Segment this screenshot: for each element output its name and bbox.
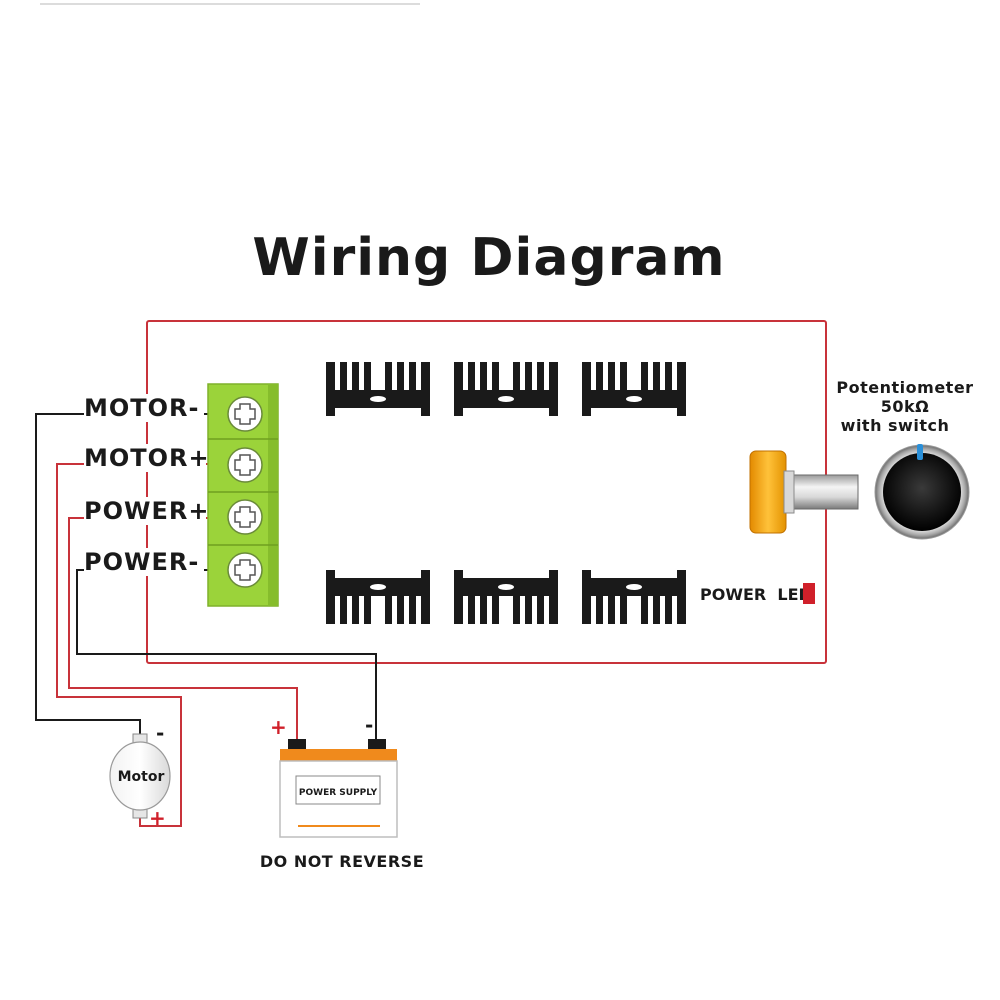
motor: Motor (109, 733, 171, 819)
potentiometer-assembly[interactable] (749, 450, 859, 534)
power-led-label: POWER LED (700, 585, 812, 604)
wire-motor-plus (56, 463, 208, 827)
screw-power-plus[interactable] (227, 499, 263, 535)
potentiometer-label-name: Potentiometer (836, 378, 973, 397)
potentiometer-label-switch: with switch (841, 416, 950, 435)
heatsink-bottom-3 (582, 570, 686, 624)
knob-indicator (917, 444, 923, 460)
power-supply-label: POWER SUPPLY (299, 788, 378, 798)
potentiometer-label-value: 50kΩ (881, 397, 930, 416)
screw-motor-plus[interactable] (227, 447, 263, 483)
diagram-title: Wiring Diagram (252, 228, 725, 288)
terminal-block (207, 383, 279, 607)
heatsink-top-1 (326, 362, 430, 416)
motor-minus-sign: - (156, 721, 164, 745)
heatsink-bottom-1 (326, 570, 430, 624)
battery-plus-sign: + (270, 715, 287, 739)
motor-label: Motor (118, 769, 165, 785)
heatsink-bottom-2 (454, 570, 558, 624)
do-not-reverse-warning: DO NOT REVERSE (260, 852, 424, 871)
potentiometer-shaft (789, 474, 859, 510)
potentiometer-knob[interactable] (874, 444, 970, 540)
screw-motor-minus[interactable] (227, 396, 263, 432)
terminal-label-power-plus: POWER+ (84, 497, 209, 525)
terminal-label-power-minus: POWER- (84, 548, 199, 576)
terminal-label-motor-plus: MOTOR+ (84, 444, 210, 472)
heatsink-top-2 (454, 362, 558, 416)
power-supply: POWER SUPPLY (279, 739, 398, 838)
terminal-block-side (268, 384, 278, 606)
terminal-label-motor-minus: MOTOR- (84, 394, 200, 422)
potentiometer-body (749, 450, 787, 534)
battery-minus-sign: - (365, 713, 373, 737)
screw-power-minus[interactable] (227, 552, 263, 588)
motor-plus-sign: + (149, 806, 166, 830)
power-led (803, 583, 815, 604)
heatsink-top-3 (582, 362, 686, 416)
